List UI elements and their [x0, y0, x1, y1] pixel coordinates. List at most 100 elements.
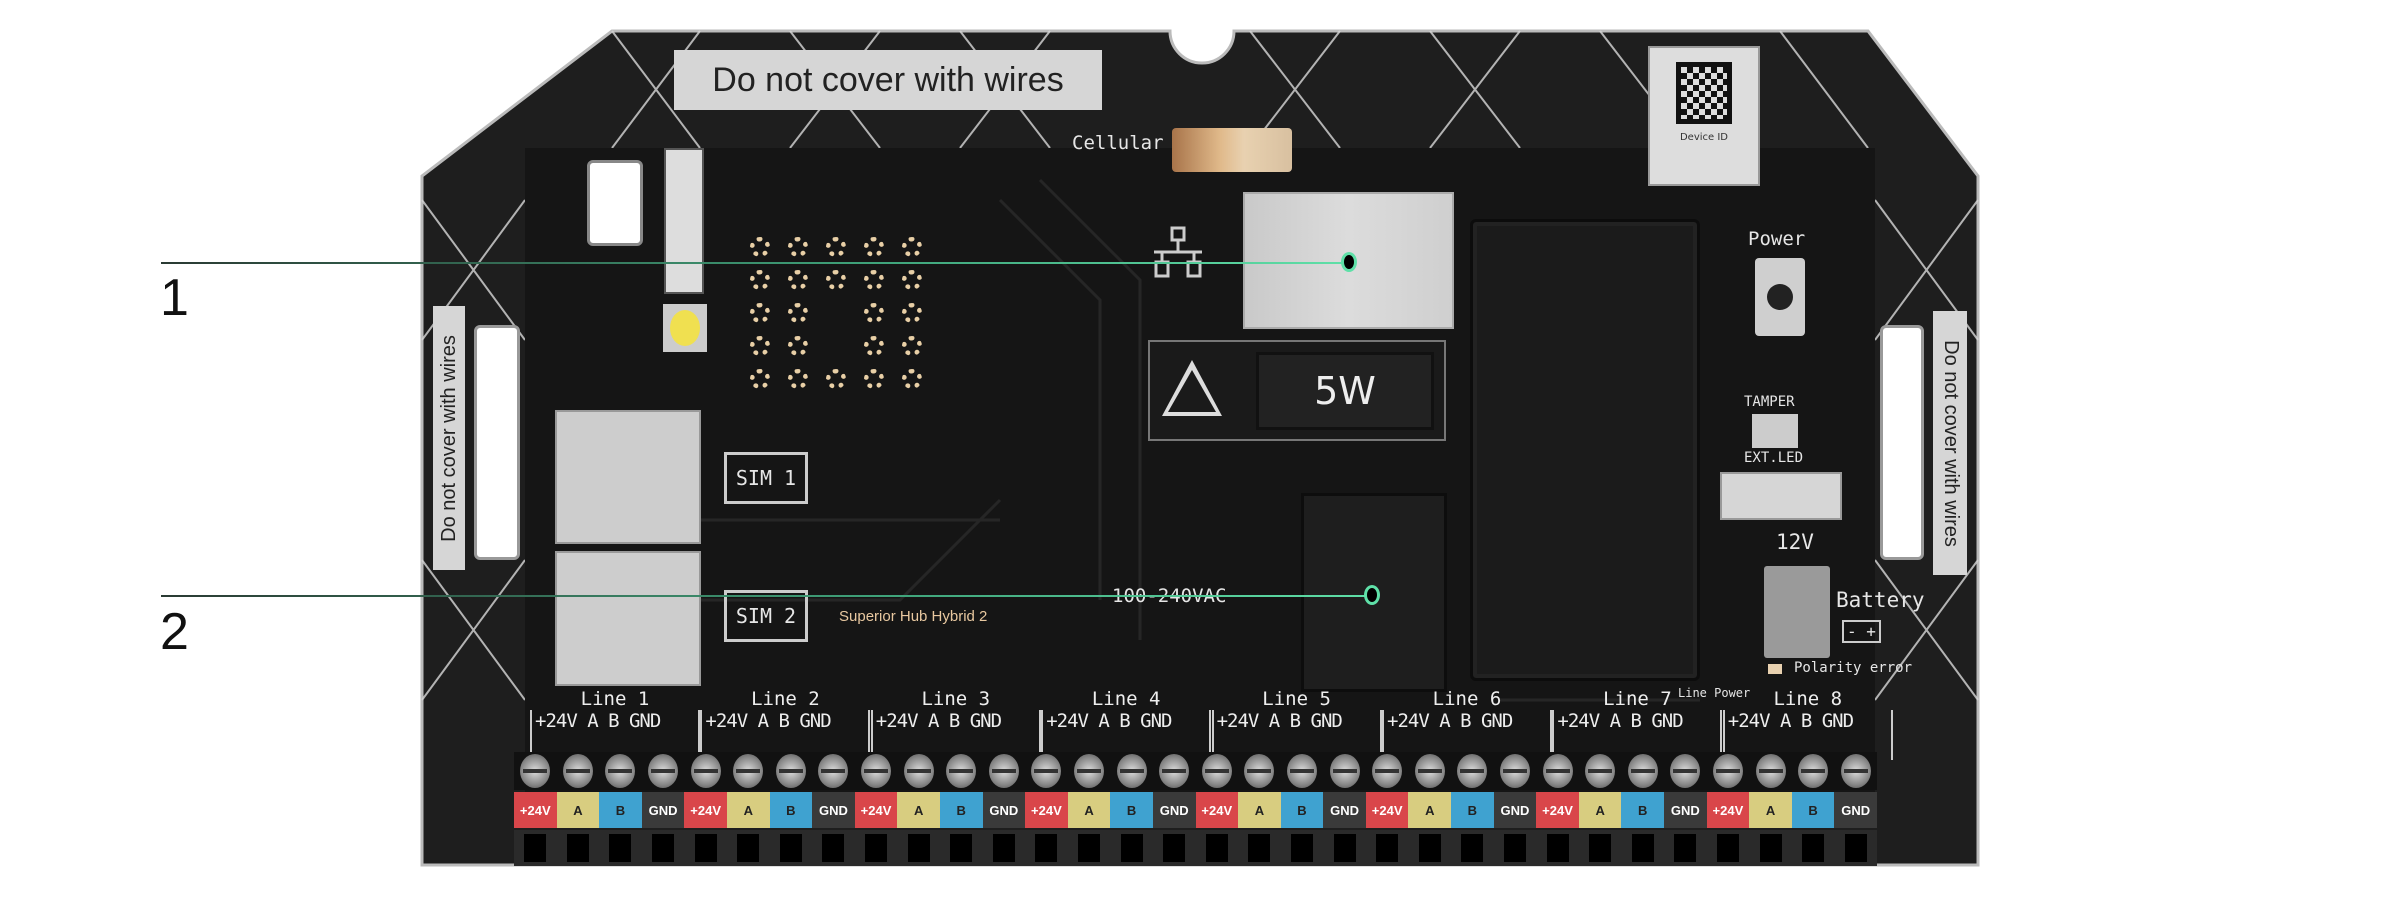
heater-block: 5W: [1148, 340, 1446, 441]
callout-line-1: [161, 262, 1351, 264]
terminal-socket[interactable]: [1068, 834, 1111, 866]
polarity-error-label: Polarity error: [1794, 660, 1913, 676]
terminal-socket[interactable]: [1025, 834, 1068, 866]
terminal-socket[interactable]: [1196, 834, 1239, 866]
line-pinout: +24V A B GND: [1552, 710, 1723, 760]
line-power-label: Line Power: [1678, 686, 1751, 700]
terminal-label: A: [1749, 792, 1792, 828]
terminal-socket[interactable]: [1834, 834, 1877, 866]
terminal-socket[interactable]: [684, 834, 727, 866]
terminal-socket[interactable]: [642, 834, 685, 866]
callout-dot-mains: [1364, 585, 1380, 605]
terminal-socket[interactable]: [514, 834, 557, 866]
sim-slot-2[interactable]: [555, 551, 701, 686]
sim2-label: SIM 2: [724, 590, 808, 642]
terminal-screw[interactable]: [812, 752, 855, 790]
terminal-screw[interactable]: [1110, 752, 1153, 790]
terminal-socket[interactable]: [1749, 834, 1792, 866]
terminal-screw[interactable]: [1664, 752, 1707, 790]
terminal-label: A: [1238, 792, 1281, 828]
terminal-screw[interactable]: [1238, 752, 1281, 790]
terminal-screw[interactable]: [855, 752, 898, 790]
warning-label-right: Do not cover with wires: [1933, 311, 1967, 575]
line-group: Line 2+24V A B GND: [700, 688, 871, 760]
terminal-screw[interactable]: [1366, 752, 1409, 790]
line-group: Line 5+24V A B GND: [1211, 688, 1382, 760]
terminal-screw[interactable]: [1196, 752, 1239, 790]
terminal-screw[interactable]: [642, 752, 685, 790]
terminal-screw[interactable]: [1068, 752, 1111, 790]
terminal-socket[interactable]: [1579, 834, 1622, 866]
terminal-socket[interactable]: [897, 834, 940, 866]
callout-number-2: 2: [160, 603, 189, 661]
terminal-screw[interactable]: [1494, 752, 1537, 790]
warning-label-left: Do not cover with wires: [433, 306, 465, 570]
terminal-socket[interactable]: [1323, 834, 1366, 866]
terminal-socket[interactable]: [557, 834, 600, 866]
terminal-socket[interactable]: [1408, 834, 1451, 866]
terminal-screw[interactable]: [1749, 752, 1792, 790]
terminal-socket[interactable]: [770, 834, 813, 866]
terminal-label: B: [599, 792, 642, 828]
terminal-screw[interactable]: [940, 752, 983, 790]
terminal-socket[interactable]: [1664, 834, 1707, 866]
terminal-screw[interactable]: [1025, 752, 1068, 790]
terminal-screw[interactable]: [1579, 752, 1622, 790]
battery-polarity: - +: [1842, 620, 1881, 643]
mounting-slot-left: [474, 325, 520, 560]
terminal-socket[interactable]: [1494, 834, 1537, 866]
terminal-screw[interactable]: [599, 752, 642, 790]
terminal-socket[interactable]: [1536, 834, 1579, 866]
terminal-label: B: [1621, 792, 1665, 828]
terminal-socket[interactable]: [983, 834, 1026, 866]
mounting-slot-right: [1880, 325, 1924, 560]
terminal-socket[interactable]: [1238, 834, 1281, 866]
terminal-screw[interactable]: [1323, 752, 1366, 790]
terminal-socket[interactable]: [1792, 834, 1835, 866]
terminal-screw[interactable]: [1408, 752, 1451, 790]
line-name: Line 3: [921, 688, 991, 710]
ext-led-connector: [1720, 472, 1842, 520]
terminal-socket[interactable]: [1366, 834, 1409, 866]
terminal-socket[interactable]: [727, 834, 770, 866]
terminal-socket[interactable]: [1110, 834, 1153, 866]
tamper-connector: [1752, 414, 1798, 448]
terminal-socket[interactable]: [1153, 834, 1196, 866]
terminal-socket[interactable]: [940, 834, 983, 866]
terminal-label: B: [1110, 792, 1153, 828]
terminal-socket[interactable]: [1707, 834, 1750, 866]
terminal-socket[interactable]: [599, 834, 642, 866]
terminal-label: GND: [1493, 792, 1537, 828]
terminal-screw[interactable]: [1281, 752, 1324, 790]
cellular-antenna-connector: [1172, 128, 1292, 172]
line-name: Line 2: [751, 688, 820, 710]
warning-label-left-text: Do not cover with wires: [437, 334, 460, 542]
terminal-screw[interactable]: [1834, 752, 1877, 790]
terminal-socket[interactable]: [1451, 834, 1494, 866]
terminal-screw[interactable]: [514, 752, 557, 790]
terminal-socket[interactable]: [812, 834, 855, 866]
terminal-screw[interactable]: [727, 752, 770, 790]
line-pinout: +24V A B GND: [700, 710, 871, 760]
terminal-screw[interactable]: [1621, 752, 1664, 790]
warning-label-top: Do not cover with wires: [674, 50, 1102, 110]
terminal-socket[interactable]: [1621, 834, 1664, 866]
terminal-screw[interactable]: [897, 752, 940, 790]
terminal-label: +24V: [1706, 792, 1750, 828]
polarity-error-led: [1768, 664, 1782, 674]
terminal-screw[interactable]: [1707, 752, 1750, 790]
terminal-screw[interactable]: [1451, 752, 1494, 790]
sim-slot-1[interactable]: [555, 410, 701, 544]
terminal-screw[interactable]: [1792, 752, 1835, 790]
power-button[interactable]: [1755, 258, 1805, 336]
terminal-screw[interactable]: [1153, 752, 1196, 790]
terminal-label: A: [1578, 792, 1622, 828]
terminal-socket[interactable]: [1281, 834, 1324, 866]
terminal-socket[interactable]: [855, 834, 898, 866]
terminal-screw[interactable]: [1536, 752, 1579, 790]
terminal-screw[interactable]: [983, 752, 1026, 790]
terminal-screw[interactable]: [557, 752, 600, 790]
terminal-screw[interactable]: [684, 752, 727, 790]
heater-rating-box: 5W: [1256, 352, 1434, 430]
terminal-screw[interactable]: [770, 752, 813, 790]
